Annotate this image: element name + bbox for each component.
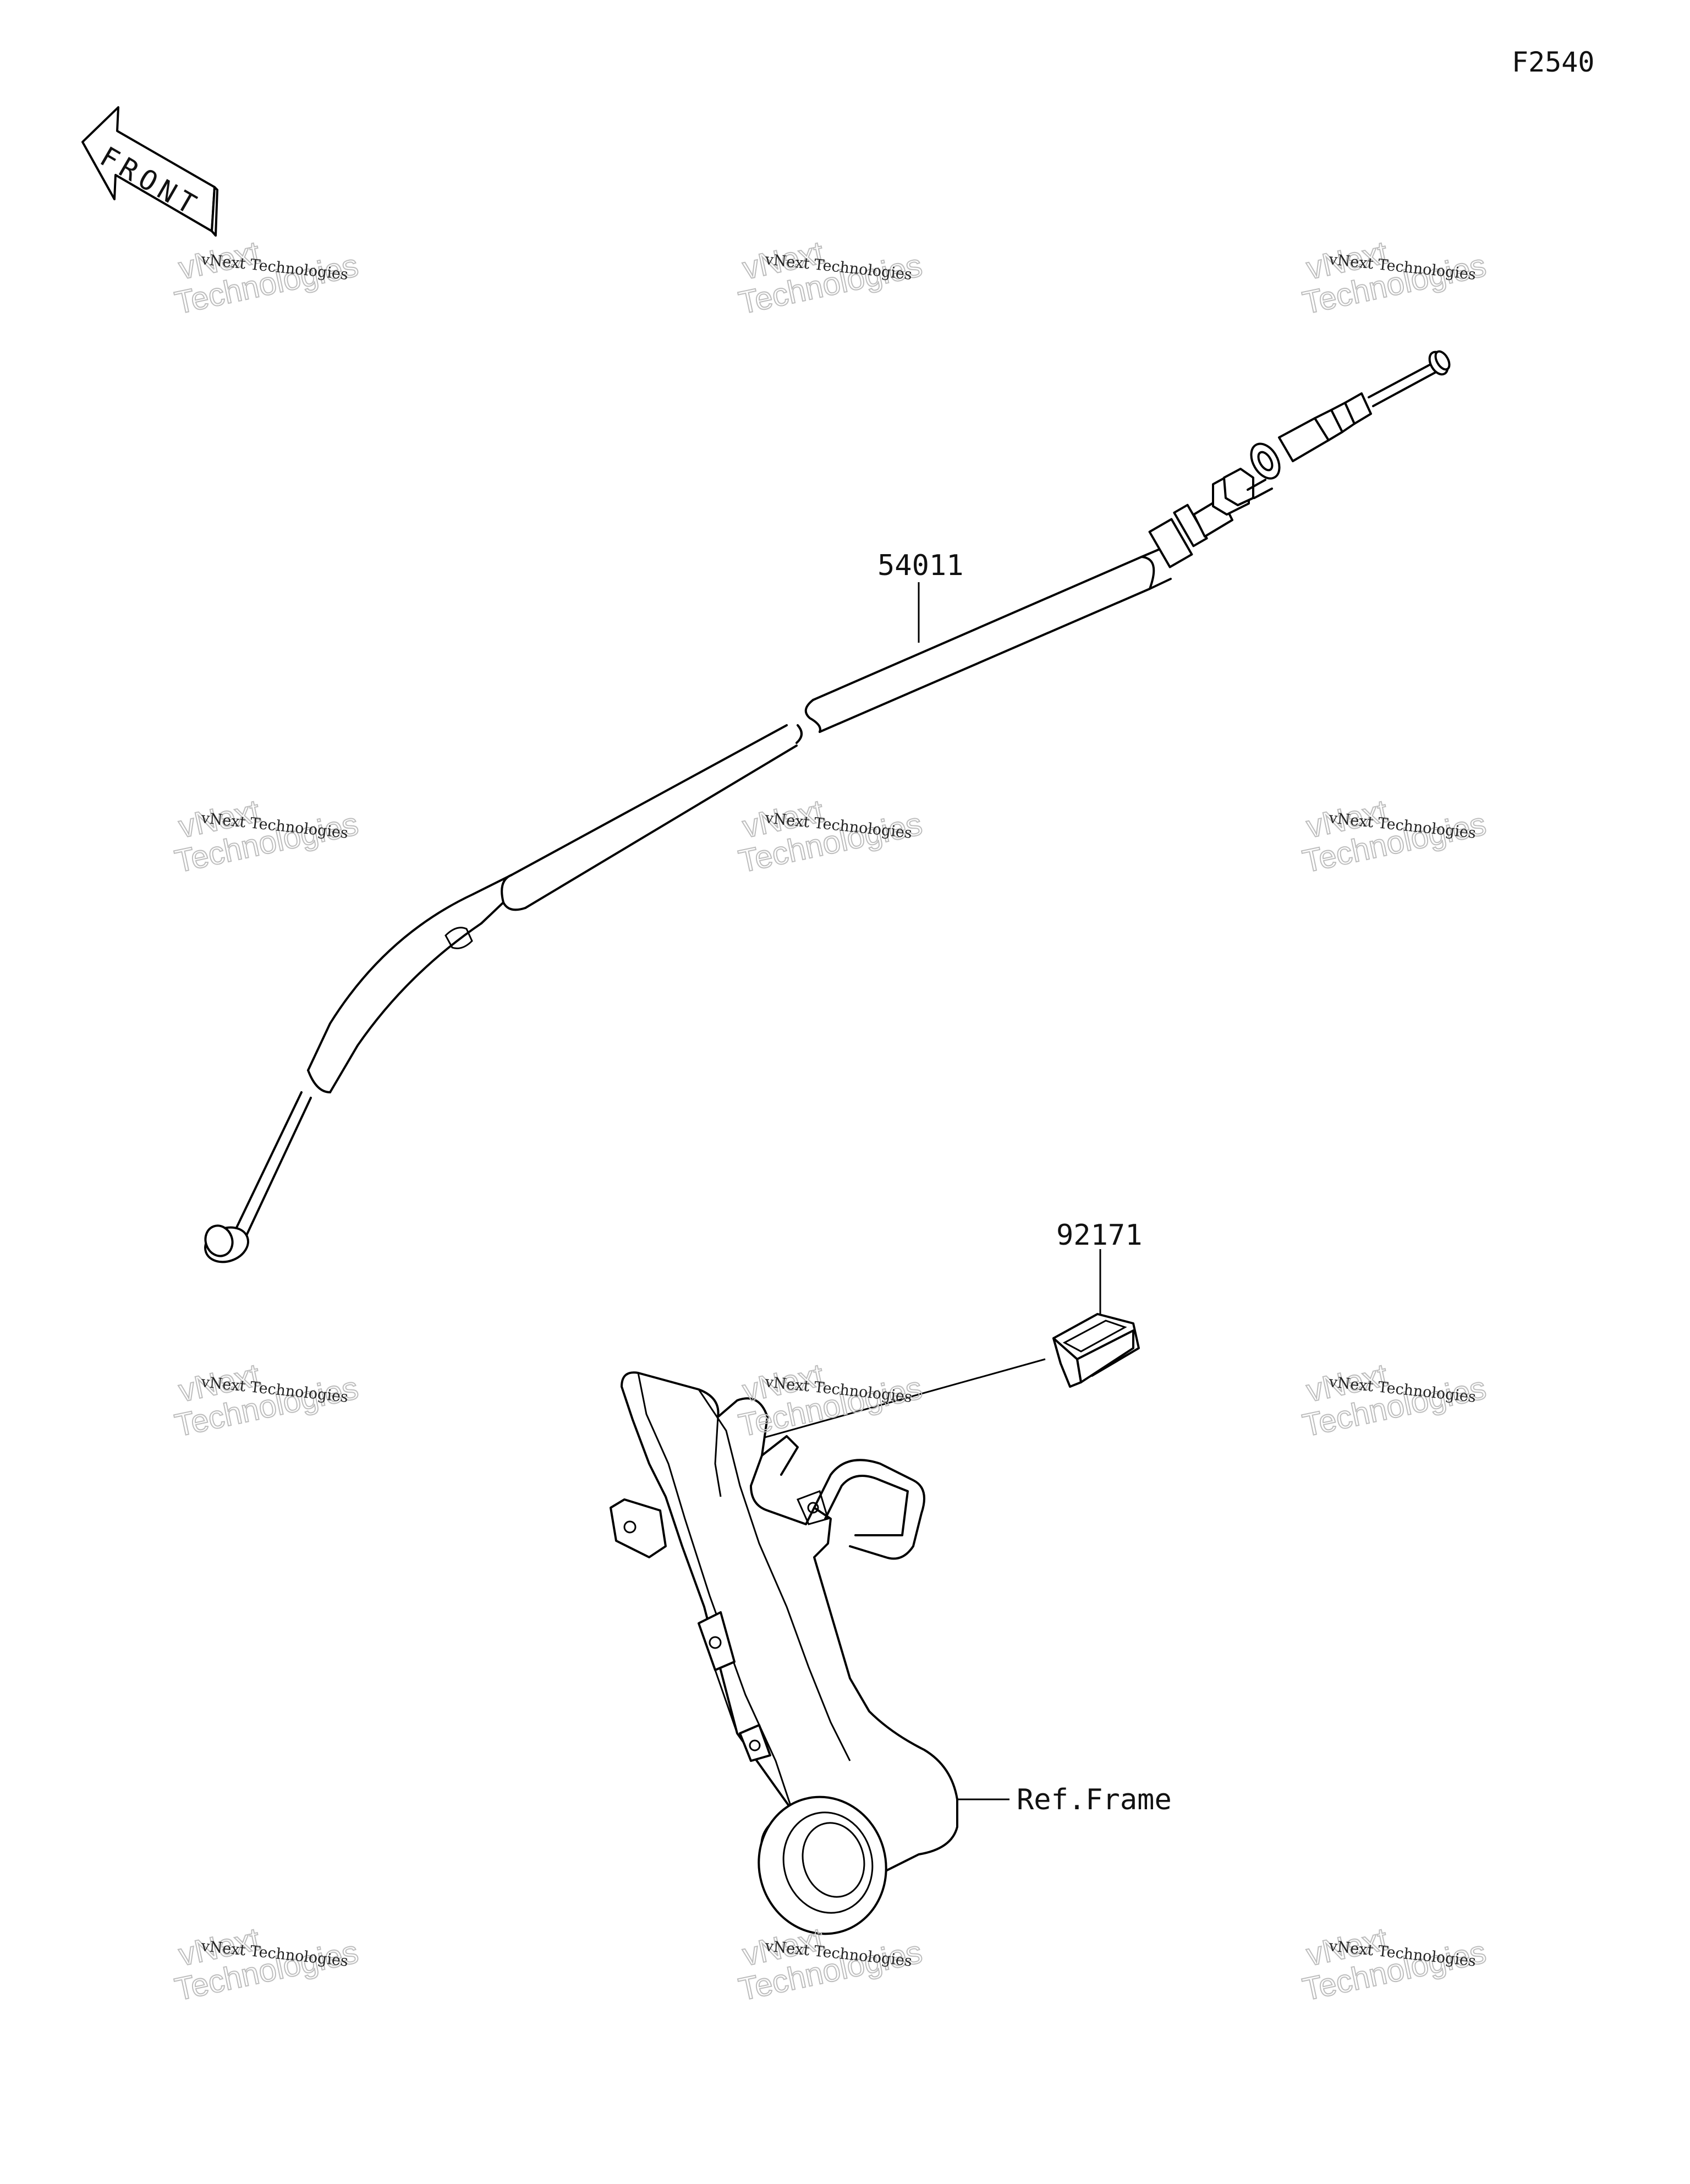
front-direction-arrow-icon: FRONT [81, 106, 218, 237]
diagram-code: F2540 [1512, 46, 1595, 78]
watermark: vNext Technologies vNext Technologies [735, 792, 926, 880]
part-number-92171[interactable]: 92171 [1056, 1219, 1143, 1252]
watermark: vNext Technologies vNext Technologies [1299, 792, 1490, 880]
watermark: vNext Technologies vNext Technologies [735, 234, 926, 321]
watermark: vNext Technologies vNext Technologies [1299, 1920, 1490, 2008]
watermark: vNext Technologies vNext Technologies [1299, 234, 1490, 321]
watermark: vNext Technologies vNext Technologies [171, 234, 362, 321]
watermark: vNext Technologies vNext Technologies [735, 1356, 926, 1444]
reference-frame-label: Ref.Frame [1017, 1783, 1172, 1816]
part-number-54011[interactable]: 54011 [877, 549, 964, 582]
watermark: vNext Technologies vNext Technologies [171, 1920, 362, 2008]
cable-clamp-92171[interactable] [759, 1249, 1140, 1440]
clutch-cable-54011[interactable] [200, 349, 1452, 1268]
watermark: vNext Technologies vNext Technologies [1299, 1356, 1490, 1444]
reference-frame-illustration [610, 1371, 1009, 1935]
watermark: vNext Technologies vNext Technologies [171, 792, 362, 880]
watermark: vNext Technologies vNext Technologies [171, 1356, 362, 1444]
